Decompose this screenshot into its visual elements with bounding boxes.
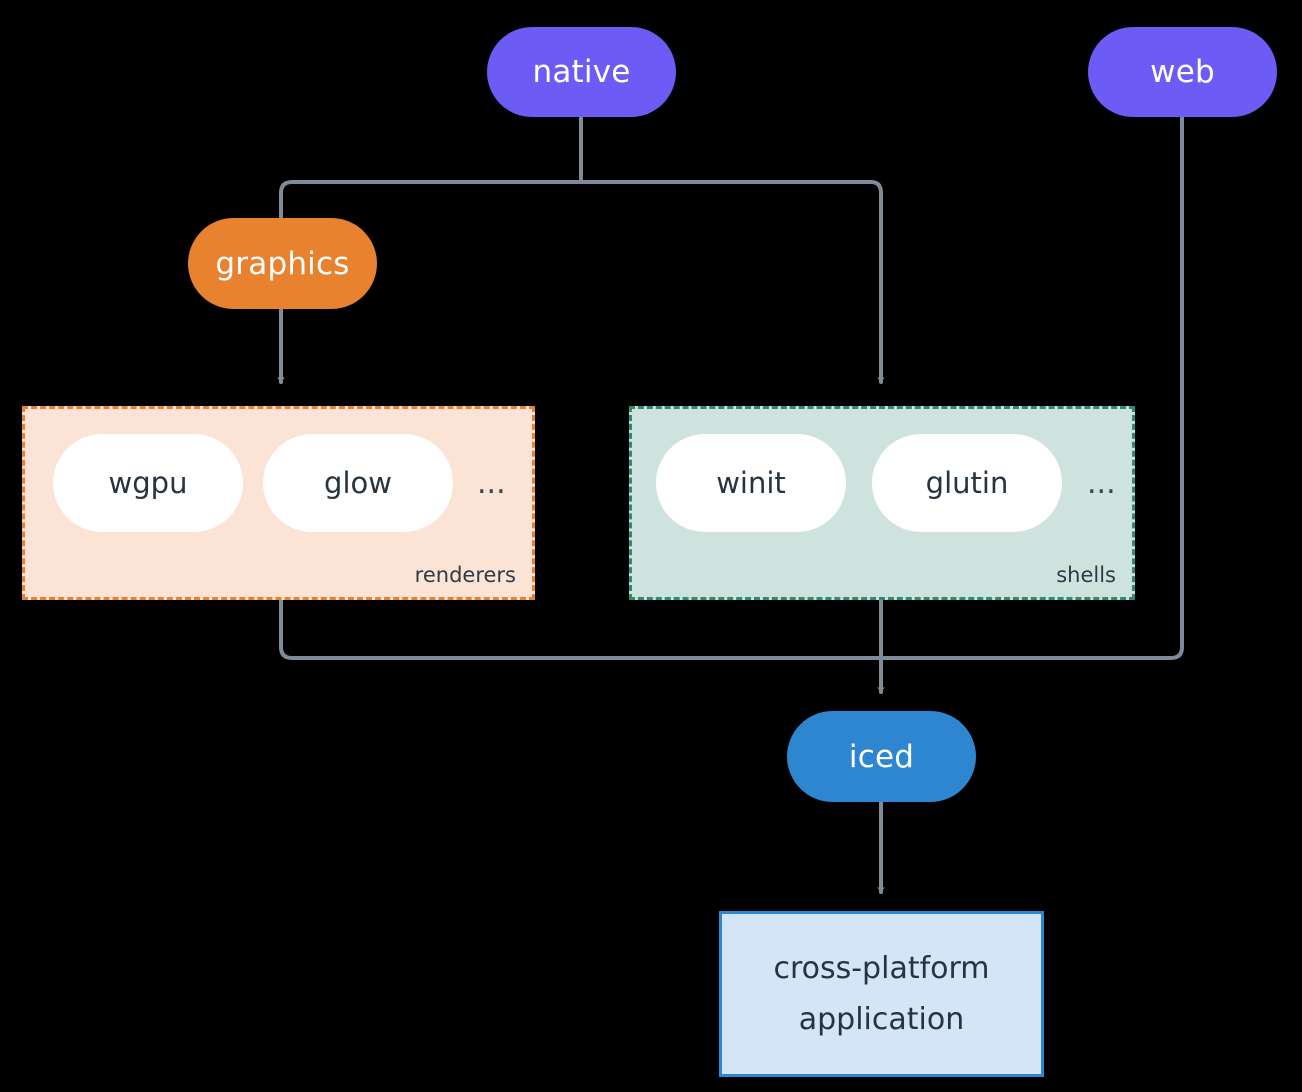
node-winit-label: winit [716, 466, 786, 500]
node-wgpu-label: wgpu [108, 466, 188, 500]
node-graphics-label: graphics [215, 245, 350, 282]
node-native[interactable]: native [487, 27, 676, 117]
node-glutin-label: glutin [925, 466, 1009, 500]
node-glutin[interactable]: glutin [872, 434, 1062, 532]
edge-web-to-iced [879, 115, 1184, 660]
node-graphics[interactable]: graphics [188, 218, 377, 309]
node-application-line1: cross-platform [773, 951, 990, 986]
node-wgpu[interactable]: wgpu [53, 434, 243, 532]
node-application-line2: application [798, 1002, 965, 1037]
node-application-text: cross-platform application [773, 943, 989, 1045]
group-shells: winit glutin ... shells [629, 406, 1135, 600]
node-winit[interactable]: winit [656, 434, 846, 532]
group-renderers: wgpu glow ... renderers [22, 406, 535, 600]
shells-overflow-ellipsis: ... [1087, 466, 1116, 501]
edge-native-to-shells [579, 115, 885, 384]
node-web-label: web [1150, 54, 1215, 90]
node-glow[interactable]: glow [263, 434, 453, 532]
node-web[interactable]: web [1088, 27, 1277, 117]
group-shells-label: shells [1056, 563, 1116, 587]
node-glow-label: glow [324, 466, 392, 500]
node-iced[interactable]: iced [787, 711, 976, 802]
node-iced-label: iced [848, 738, 915, 775]
node-native-label: native [532, 54, 631, 90]
node-application[interactable]: cross-platform application [719, 911, 1044, 1077]
group-renderers-label: renderers [414, 563, 516, 587]
renderers-overflow-ellipsis: ... [477, 466, 506, 501]
edge-native-to-graphics [277, 115, 583, 384]
edge-renderers-to-iced [279, 599, 883, 660]
